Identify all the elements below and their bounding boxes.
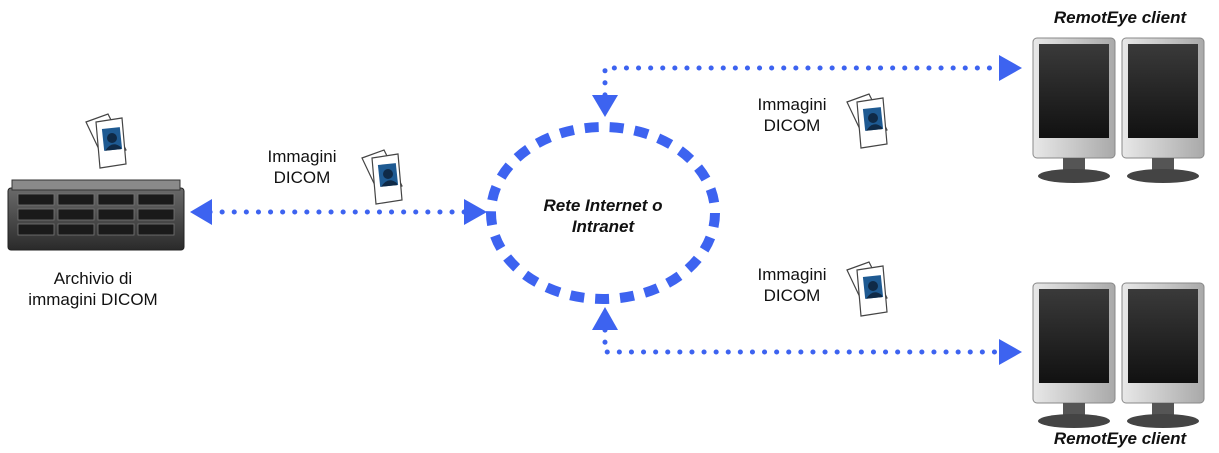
arrowhead-left [190,199,212,225]
arrowhead-network-top [592,95,618,117]
transfer-label-bottom: Immagini DICOM [742,264,842,306]
server-icon [7,179,185,251]
network-label-line1: Rete Internet o [543,196,663,215]
dicom-document-icon-archive [85,113,127,169]
network-ellipse [486,122,720,304]
monitor-icon-client-bottom-left [1032,282,1116,429]
transfer-label-top-line2: DICOM [763,116,821,135]
arrowhead-client-top [999,55,1022,81]
dicom-document-icon-bottom [846,261,888,317]
arrowhead-right-network [464,199,487,225]
transfer-label-left: Immagini DICOM [252,146,352,188]
dicom-document-icon-top [846,93,888,149]
monitor-icon-client-top-right [1121,37,1205,184]
monitor-icon-client-top-left [1032,37,1116,184]
archive-label-line2: immagini DICOM [28,290,158,309]
client-top-label: RemotEye client [1053,8,1187,27]
transfer-label-top: Immagini DICOM [742,94,842,136]
transfer-label-bottom-line1: Immagini [757,265,827,284]
monitor-icon-client-bottom-right [1121,282,1205,429]
transfer-label-left-line2: DICOM [273,168,331,187]
arrowhead-network-bottom [592,307,618,330]
client-bottom-label: RemotEye client [1053,429,1187,448]
transfer-label-left-line1: Immagini [267,147,337,166]
connection-network-client-bottom [602,327,1003,355]
transfer-label-top-line1: Immagini [757,95,827,114]
network-label-line2: Intranet [571,217,635,236]
transfer-label-bottom-line2: DICOM [763,286,821,305]
arrowhead-client-bottom [999,339,1022,365]
network-label: Rete Internet o Intranet [513,195,693,237]
connection-network-client-top [602,65,1003,98]
archive-label-line1: Archivio di [53,269,133,288]
archive-label: Archivio di immagini DICOM [8,268,178,310]
dicom-document-icon-left [361,149,403,205]
